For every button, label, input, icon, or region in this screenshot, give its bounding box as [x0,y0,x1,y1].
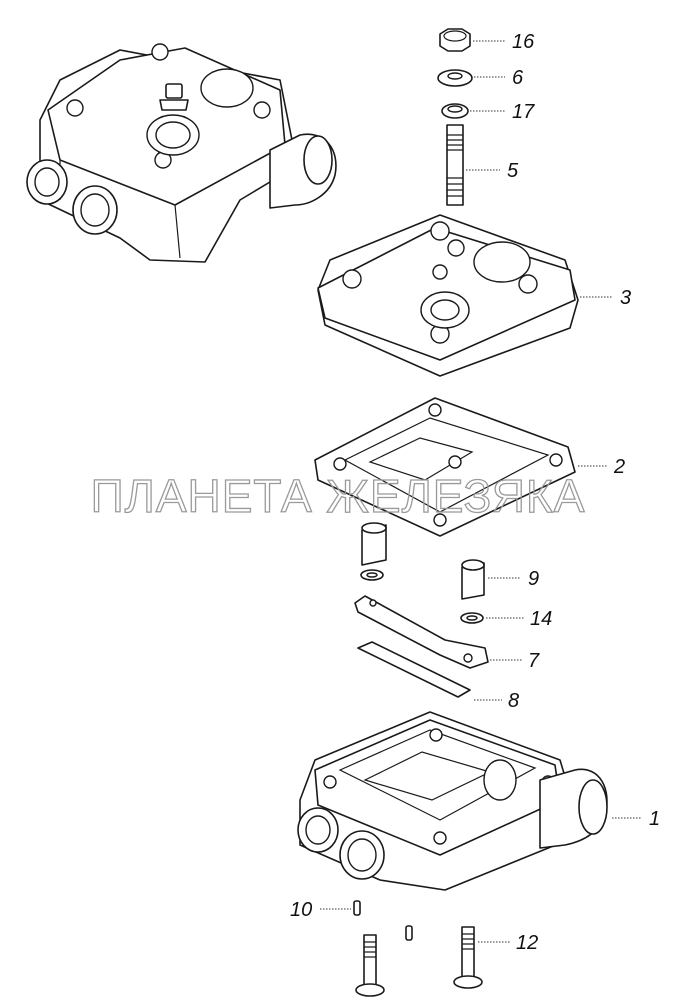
callout-label-17: 17 [512,101,535,123]
callout-12: 12 [478,932,538,954]
callout-label-9: 9 [528,568,539,590]
part-10-pins [353,900,413,941]
part-1-cylinder-head-body [297,711,608,891]
callout-label-10: 10 [290,899,312,921]
part-5-stud [446,124,464,206]
callout-label-5: 5 [507,160,519,182]
part-7-valve-plate [354,595,489,669]
callout-label-8: 8 [508,690,519,712]
part-3-head-cover [317,214,579,377]
callout-10: 10 [290,899,351,921]
part-9-bushings [361,522,485,600]
part-12-bolts [355,926,483,997]
callout-14: 14 [486,608,552,630]
part-6-washer [437,69,473,87]
callout-8: 8 [474,690,519,712]
callout-label-7: 7 [528,650,540,672]
callout-label-1: 1 [649,808,660,830]
callout-17: 17 [470,101,535,123]
part-17-spring-washer [441,103,469,119]
callout-5: 5 [466,160,519,182]
part-16-nut [439,28,471,52]
callout-9: 9 [488,568,539,590]
callout-label-2: 2 [613,456,625,478]
callout-7: 7 [490,650,540,672]
part-14-washers [360,569,484,624]
part-2-gasket [314,397,576,537]
part-8-reed-valve [357,641,471,698]
callout-label-6: 6 [512,67,524,89]
callout-3: 3 [580,287,631,309]
callout-6: 6 [474,67,524,89]
watermark: ПЛАНЕТА ЖЕЛЕЗЯКА [91,470,586,522]
callout-label-3: 3 [620,287,631,309]
callout-label-16: 16 [512,31,535,53]
callout-label-12: 12 [516,932,538,954]
callout-label-14: 14 [530,608,552,630]
callout-16: 16 [473,31,535,53]
assembled-cylinder-head [26,43,337,263]
callout-2: 2 [578,456,625,478]
callout-1: 1 [612,808,660,830]
